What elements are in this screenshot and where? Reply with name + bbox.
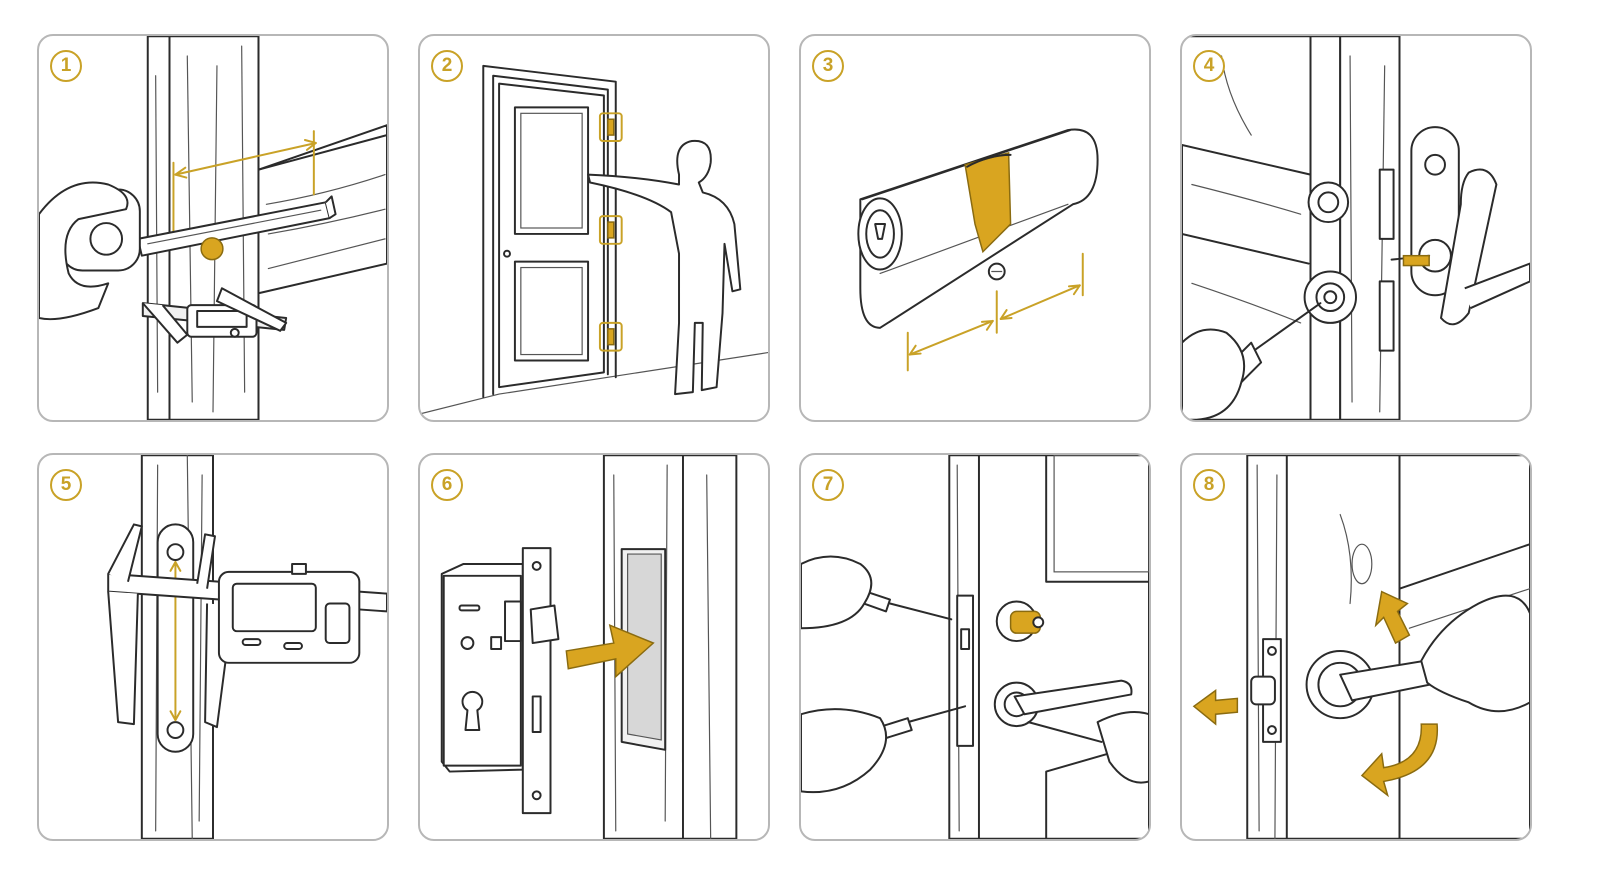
euro-cylinder-icon xyxy=(801,36,1149,420)
step-1-panel: 1 xyxy=(37,34,389,422)
step-8-number: 8 xyxy=(1193,469,1225,501)
step-4-number: 4 xyxy=(1193,50,1225,82)
step-5-number: 5 xyxy=(50,469,82,501)
step-3-number: 3 xyxy=(812,50,844,82)
step-2-panel: 2 xyxy=(418,34,770,422)
step-6-number: 6 xyxy=(431,469,463,501)
caliper-measure-icon xyxy=(39,455,387,839)
step-5-panel: 5 xyxy=(37,453,389,841)
step-4-panel: 4 xyxy=(1180,34,1532,422)
door-hinges-icon xyxy=(420,36,768,420)
step-8-panel: 8 xyxy=(1180,453,1532,841)
step-3-panel: 3 xyxy=(799,34,1151,422)
step-2-number: 2 xyxy=(431,50,463,82)
step-6-panel: 6 xyxy=(418,453,770,841)
fit-cylinder-handles-icon xyxy=(801,455,1149,839)
step-1-number: 1 xyxy=(50,50,82,82)
measure-door-icon xyxy=(39,36,387,420)
test-handle-icon xyxy=(1182,455,1530,839)
remove-old-lock-icon xyxy=(1182,36,1530,420)
step-7-number: 7 xyxy=(812,469,844,501)
step-7-panel: 7 xyxy=(799,453,1151,841)
insert-mortise-lock-icon xyxy=(420,455,768,839)
